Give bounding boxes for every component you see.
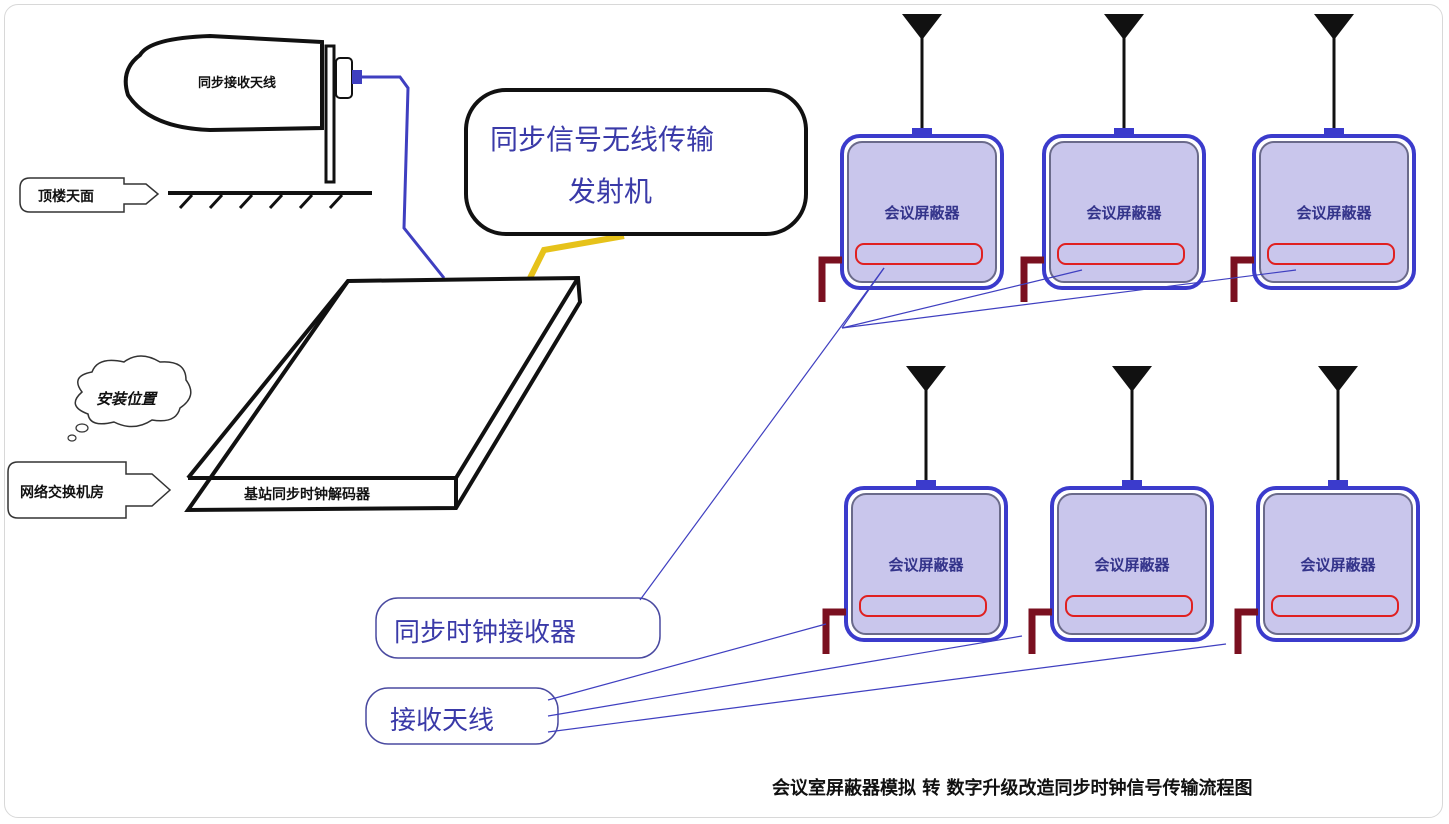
receiver-device [1234, 366, 1420, 654]
transmitter-label-line2: 发射机 [568, 175, 653, 208]
device-label: 会议屏蔽器 [1296, 204, 1372, 222]
receiver-device [1230, 14, 1416, 302]
leader-lines [547, 267, 1297, 733]
device-label: 会议屏蔽器 [888, 556, 964, 574]
rooftop-label: 顶楼天面 [38, 189, 94, 205]
dish-feed [335, 57, 353, 99]
decoder-box [184, 275, 583, 513]
leader-line [547, 643, 1227, 733]
receiver-device [822, 366, 1008, 654]
rooftop-arrow-box [19, 177, 160, 213]
device-bracket [1234, 608, 1258, 654]
dish-connector [352, 70, 362, 84]
receive-antenna-label: 接收天线 [390, 706, 495, 736]
device-bracket [1020, 256, 1044, 302]
antenna-callout [365, 687, 559, 745]
devices-layer [818, 14, 1420, 654]
receiver-label: 同步时钟接收器 [394, 618, 577, 648]
leader-line [841, 269, 1297, 329]
dish-label: 同步接收天线 [198, 76, 277, 91]
dish-mast [324, 44, 336, 184]
device-slot [1065, 595, 1193, 617]
device-label: 会议屏蔽器 [1094, 556, 1170, 574]
install-cloud [74, 355, 192, 428]
decoder-label: 基站同步时钟解码器 [244, 487, 370, 503]
leader-line [639, 267, 885, 601]
device-bracket [1230, 256, 1254, 302]
diagram-frame [4, 4, 1443, 818]
rooftop-hatch [178, 193, 344, 210]
install-position-label: 安装位置 [96, 390, 157, 408]
receiver-device [818, 14, 1004, 302]
receiver-device [1028, 366, 1214, 654]
receiver-callout [375, 597, 661, 659]
device-slot [1057, 243, 1185, 265]
receiver-device [1020, 14, 1206, 302]
network-room-arrow-box [7, 461, 172, 519]
transmitter-callout [464, 88, 808, 236]
device-bracket [818, 256, 842, 302]
device-slot [859, 595, 987, 617]
network-room-label: 网络交换机房 [20, 485, 104, 501]
footer-title: 会议室屏蔽器模拟 转 数字升级改造同步时钟信号传输流程图 [772, 778, 1253, 799]
device-label: 会议屏蔽器 [884, 204, 960, 222]
device-label: 会议屏蔽器 [1300, 556, 1376, 574]
device-bracket [1028, 608, 1052, 654]
transmitter-cable [527, 233, 625, 280]
device-label: 会议屏蔽器 [1086, 204, 1162, 222]
leader-line [547, 623, 827, 701]
device-slot [1271, 595, 1399, 617]
dish-cable [362, 75, 446, 279]
device-slot [1267, 243, 1395, 265]
receive-dish-shape [123, 33, 324, 133]
leader-line [841, 269, 1083, 329]
leader-line [547, 635, 1023, 717]
transmitter-label-line1: 同步信号无线传输 [490, 123, 715, 156]
device-bracket [822, 608, 846, 654]
device-slot [855, 243, 983, 265]
